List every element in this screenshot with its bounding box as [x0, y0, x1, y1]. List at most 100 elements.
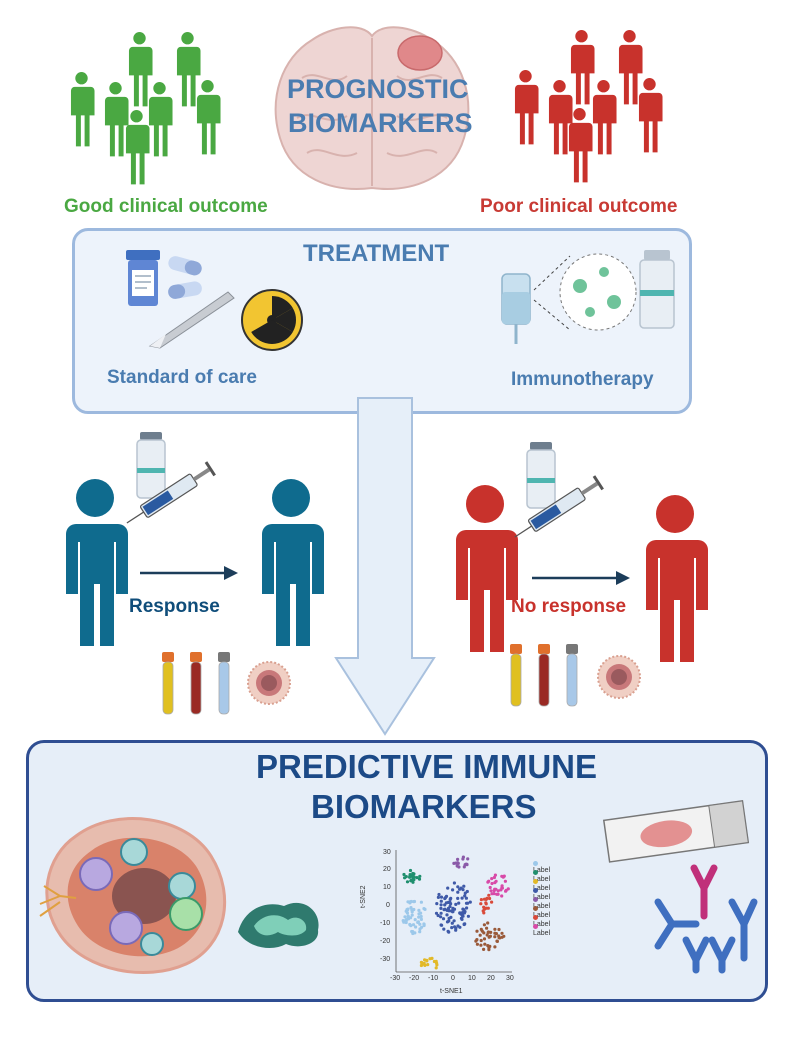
tsne-ytick-2: 10	[383, 884, 391, 891]
tsne-point	[466, 857, 470, 861]
patient-before-icon	[66, 479, 128, 646]
tsne-point	[452, 919, 456, 923]
prognostic-title-line2: BIOMARKERS	[288, 108, 473, 138]
tsne-point	[450, 926, 454, 930]
no-response-arrow-icon	[532, 571, 630, 585]
tsne-point	[454, 902, 458, 906]
tsne-point	[463, 894, 467, 898]
tsne-point	[428, 957, 432, 961]
legend-item: Label	[533, 896, 550, 910]
tsne-point	[419, 914, 423, 919]
tsne-point	[442, 908, 446, 912]
iv-bag-icon	[501, 273, 531, 344]
tsne-point	[441, 917, 446, 921]
legend-label: Label	[533, 930, 551, 937]
tsne-point	[426, 963, 430, 967]
tsne-point	[456, 890, 460, 894]
tsne-point	[475, 942, 479, 946]
tsne-point	[409, 878, 413, 882]
tsne-point	[420, 925, 424, 929]
tsne-point	[440, 923, 444, 927]
tsne-point	[482, 931, 486, 935]
tsne-point	[415, 876, 419, 880]
good-outcome-people-group	[70, 32, 221, 185]
patient-red-after-icon	[646, 495, 708, 662]
tsne-ytick-6: -30	[380, 956, 391, 963]
tsne-point	[498, 936, 502, 940]
tsne-point	[446, 886, 450, 890]
vial-icon-no-response	[526, 442, 556, 509]
tsne-point	[490, 900, 494, 904]
legend-label: Label	[533, 921, 551, 928]
tsne-point	[484, 897, 488, 901]
tsne-point	[481, 909, 485, 913]
tsne-point	[418, 930, 422, 934]
tsne-point	[436, 895, 440, 899]
tsne-point	[479, 898, 483, 902]
tsne-point	[416, 920, 420, 924]
tsne-point	[412, 878, 416, 882]
tsne-point	[504, 888, 508, 892]
tissue-slide-icon	[602, 800, 750, 863]
legend-swatch	[533, 887, 538, 893]
immune-cells-magnifier-icon	[533, 253, 637, 331]
legend-item: Label	[533, 887, 550, 901]
tsne-point	[460, 911, 465, 915]
tsne-xtick-2: -10	[428, 975, 439, 982]
tsne-point	[451, 888, 455, 892]
tsne-point	[419, 911, 423, 915]
legend-label: Label	[533, 894, 551, 901]
tsne-point	[488, 896, 492, 901]
tsne-point	[405, 880, 410, 884]
patient-after-icon	[262, 479, 324, 646]
tsne-point	[419, 917, 423, 921]
tsne-point	[411, 931, 415, 936]
tsne-point	[493, 873, 497, 877]
tsne-point	[409, 899, 413, 904]
tsne-point	[409, 916, 413, 920]
legend-item: Label	[533, 914, 550, 928]
tsne-point	[478, 933, 482, 937]
predictive-title-line2: BIOMARKERS	[311, 788, 537, 825]
tsne-point	[465, 889, 469, 894]
vial-icon-response	[136, 432, 166, 499]
prognostic-title-line1: PROGNOSTIC	[287, 74, 469, 104]
tsne-point	[434, 911, 439, 915]
tsne-point	[500, 931, 504, 935]
legend-swatch	[533, 905, 538, 911]
tsne-point	[412, 907, 416, 912]
tsne-point	[461, 855, 465, 859]
predictive-title-line1: PREDICTIVE IMMUNE	[256, 748, 598, 785]
patient-red-before-icon	[456, 485, 518, 652]
tsne-point	[439, 903, 443, 907]
tsne-point	[455, 864, 459, 868]
tsne-point	[492, 875, 496, 880]
tsne-point	[456, 885, 460, 889]
blood-tubes-icon-no-response	[510, 644, 578, 707]
tsne-xtick-1: -20	[409, 975, 420, 982]
tsne-point	[475, 929, 479, 933]
tsne-point	[419, 900, 423, 904]
tsne-point	[456, 861, 460, 865]
tumor-microenvironment-icon	[39, 817, 227, 975]
tsne-point	[439, 895, 444, 899]
tsne-point	[444, 894, 449, 898]
legend-swatch	[533, 914, 538, 920]
tsne-point	[422, 962, 426, 966]
tsne-point	[462, 865, 466, 869]
tsne-point	[479, 943, 483, 947]
tsne-point	[462, 884, 466, 888]
legend-swatch	[533, 896, 538, 902]
legend-item: Label	[533, 923, 550, 937]
standard-of-care-label: Standard of care	[107, 367, 257, 388]
radiation-icon	[241, 289, 303, 351]
tsne-point	[439, 911, 443, 915]
protein-structure-icon	[238, 902, 319, 948]
tsne-point	[439, 915, 443, 919]
tsne-xtick-0: -30	[390, 975, 401, 982]
tsne-xlabel: t-SNE1	[440, 988, 463, 995]
tsne-point	[460, 896, 464, 900]
tsne-point	[468, 900, 472, 904]
tsne-point	[457, 901, 461, 905]
legend-label: Label	[533, 885, 551, 892]
